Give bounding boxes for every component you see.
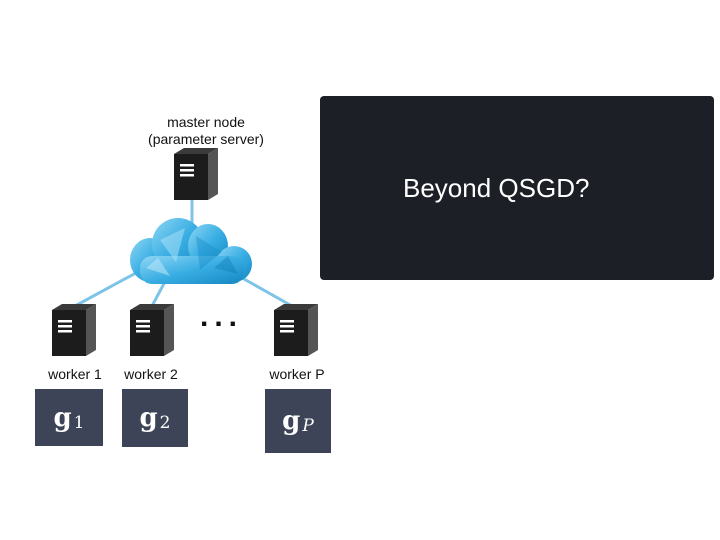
master-node-subtitle: (parameter server) xyxy=(148,131,264,147)
gradient-subscript: 1 xyxy=(73,412,85,433)
master-node-label: master node (parameter server) xyxy=(140,114,272,148)
worker-label: worker 2 xyxy=(124,366,178,382)
server-icon xyxy=(174,148,218,200)
worker-label: worker 1 xyxy=(48,366,102,382)
server-icon xyxy=(52,304,96,356)
master-node-title: master node xyxy=(167,114,245,130)
worker-label: worker P xyxy=(269,366,325,382)
gradient-subscript: 2 xyxy=(159,413,171,433)
callout-box xyxy=(320,96,714,280)
gradient-subscript: P xyxy=(302,416,314,436)
server-icon xyxy=(274,304,318,356)
link-worker-1 xyxy=(74,266,146,308)
cloud-icon xyxy=(130,218,252,284)
gradient-symbol: g xyxy=(282,406,301,436)
workers-ellipsis: ... xyxy=(200,300,244,333)
callout-text: Beyond QSGD? xyxy=(403,173,590,203)
gradient-symbol: g xyxy=(53,402,72,433)
server-icon xyxy=(130,304,174,356)
gradient-symbol: g xyxy=(139,403,158,433)
